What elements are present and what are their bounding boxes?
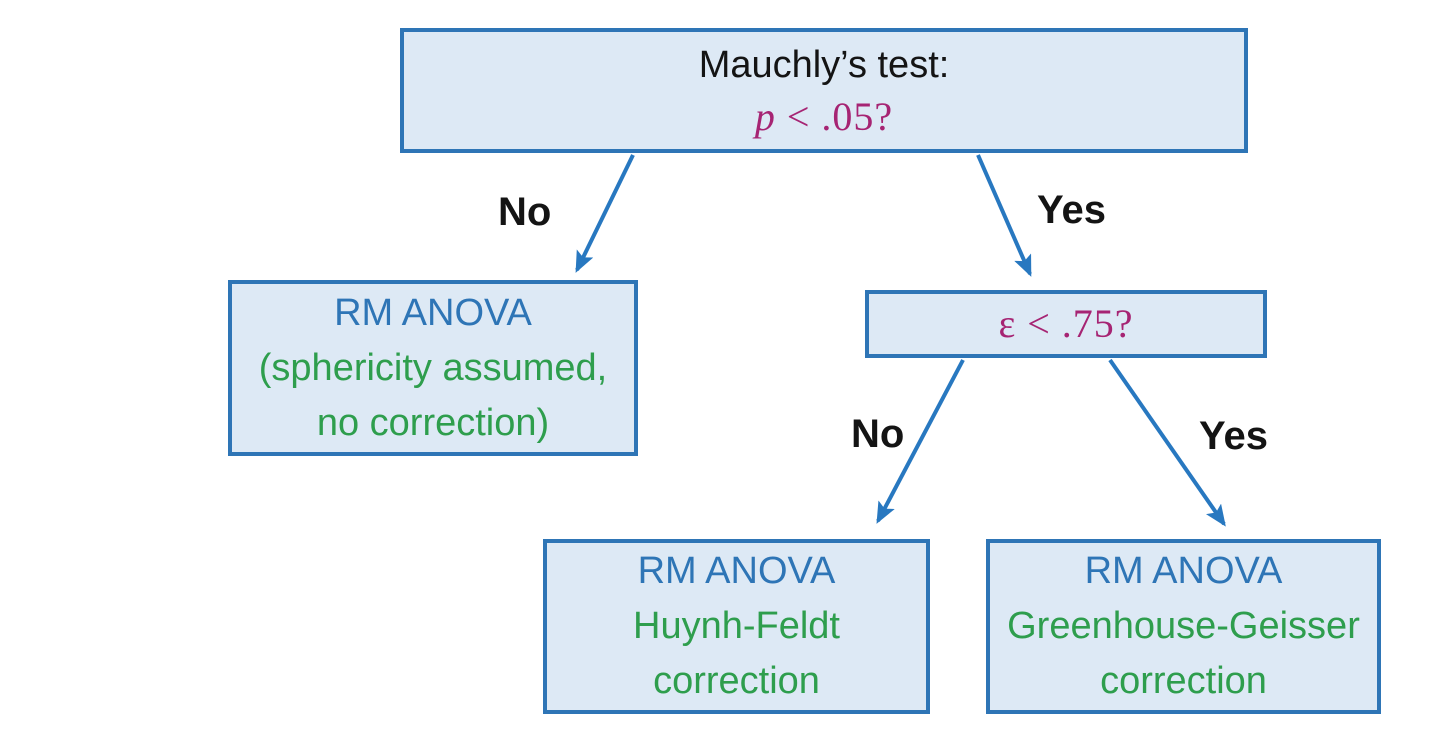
node-rm-anova-no-correction: RM ANOVA (sphericity assumed, no correct… <box>228 280 638 456</box>
p-threshold: < .05? <box>775 93 894 139</box>
edge-yes-to-epsilon <box>976 154 1032 277</box>
node-epsilon-test: ε < .75? <box>865 290 1267 358</box>
edge-label-yes-2: Yes <box>1199 414 1268 458</box>
edge-label-yes-1: Yes <box>1037 188 1106 232</box>
epsilon-condition: ε < .75? <box>998 301 1134 346</box>
rm-anova-label: RM ANOVA <box>334 291 532 334</box>
edge-label-no-1: No <box>498 190 552 234</box>
huynh-feldt-label: Huynh-Feldt <box>633 605 840 647</box>
correction-label: correction <box>653 660 820 702</box>
no-correction-label: no correction) <box>316 401 550 444</box>
rm-anova-label: RM ANOVA <box>637 550 836 592</box>
node-rm-anova-huynh-feldt: RM ANOVA Huynh-Feldt correction <box>543 539 930 714</box>
edge-no-to-rm-anova <box>575 154 635 273</box>
sphericity-assumed-label: (sphericity assumed, <box>258 346 608 389</box>
mauchly-condition: p < .05? <box>755 91 893 143</box>
mauchly-title: Mauchly’s test: <box>698 43 950 86</box>
p-symbol: p <box>754 93 776 139</box>
greenhouse-geisser-label: Greenhouse-Geisser <box>1007 605 1360 647</box>
node-mauchly-test: Mauchly’s test: p < .05? <box>400 28 1248 153</box>
correction-label: correction <box>1100 660 1267 702</box>
rm-anova-label: RM ANOVA <box>1084 550 1283 592</box>
node-rm-anova-greenhouse-geisser: RM ANOVA Greenhouse-Geisser correction <box>986 539 1381 714</box>
edge-label-no-2: No <box>851 412 905 456</box>
